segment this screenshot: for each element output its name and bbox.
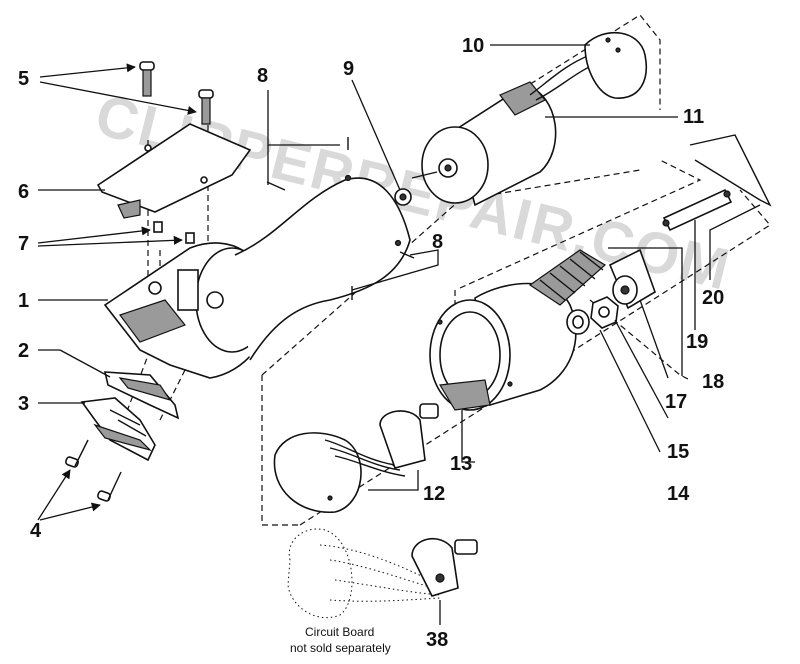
pad-part-7 [153, 221, 195, 244]
callout-4: 4 [30, 520, 42, 542]
callout-8-top: 8 [257, 65, 268, 87]
screw-part-5 [139, 61, 214, 125]
note-line-2: not sold separately [290, 641, 391, 655]
clipper-body-tube [234, 174, 411, 361]
callout-11: 11 [683, 106, 704, 128]
hex-nut-part-15 [590, 296, 619, 329]
callout-6: 6 [18, 181, 29, 203]
callout-38: 38 [426, 629, 448, 651]
callout-labels: 5 6 7 1 2 3 4 8 9 10 11 8 20 19 18 17 15… [18, 35, 724, 651]
circuit-board-note: Circuit Board not sold separately [290, 625, 391, 655]
strain-relief-spring [528, 249, 607, 306]
callout-9: 9 [343, 58, 354, 80]
end-plate-part-10 [584, 31, 647, 99]
callout-8-bottom: 8 [432, 231, 443, 253]
motor-part-11 [411, 54, 601, 207]
cord-nut-part-17 [608, 248, 656, 310]
callout-13: 13 [450, 453, 472, 475]
switch-part-38 [287, 528, 478, 619]
blade-part-2 [103, 371, 180, 420]
tube-part-19 [662, 188, 733, 232]
callout-3: 3 [18, 393, 29, 415]
callout-20: 20 [702, 287, 724, 309]
wire-hanger-part-20 [689, 134, 772, 207]
washer-part-14 [566, 309, 590, 335]
screw-part-4 [65, 439, 122, 502]
callout-10: 10 [462, 35, 484, 57]
leader-lines [37, 44, 761, 625]
callout-18: 18 [702, 371, 724, 393]
top-cover-part-6 [96, 123, 252, 219]
pin-part-8 [266, 137, 415, 300]
callout-17: 17 [665, 391, 687, 413]
callout-15: 15 [667, 441, 689, 463]
callout-2: 2 [18, 340, 29, 362]
callout-14: 14 [667, 483, 690, 505]
circuit-board-part-12 [273, 403, 439, 513]
callout-19: 19 [686, 331, 708, 353]
callout-7: 7 [18, 233, 29, 255]
blade-drive-part-3 [80, 397, 156, 462]
callout-12: 12 [423, 483, 445, 505]
washer-part-9 [394, 188, 412, 206]
callout-5: 5 [18, 68, 29, 90]
note-line-1: Circuit Board [305, 625, 374, 639]
rear-housing-part-13 [429, 282, 577, 411]
callout-1: 1 [18, 290, 29, 312]
